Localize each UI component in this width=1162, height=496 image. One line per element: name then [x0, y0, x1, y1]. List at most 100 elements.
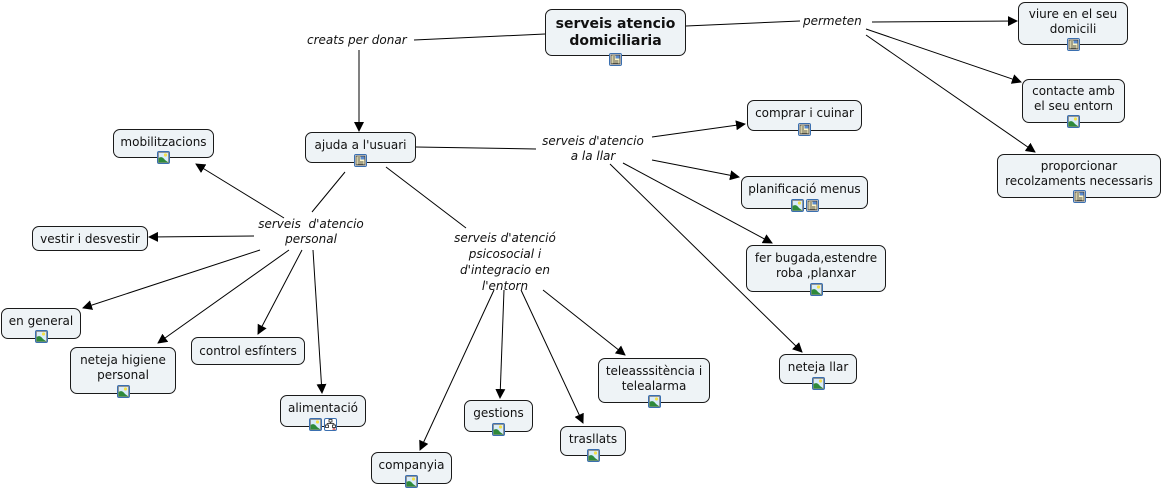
document-icon[interactable] — [1066, 38, 1080, 51]
phrase-line: l'entorn — [481, 279, 529, 293]
concept-neteja-llar[interactable]: neteja llar — [779, 354, 857, 390]
concept-label: vestir i desvestir — [40, 232, 140, 246]
link-personal-neteja — [157, 249, 290, 344]
concept-label: comprar i cuinar — [755, 106, 854, 120]
link-llar-comprar — [651, 120, 746, 138]
concept-label: contacte amb — [1032, 84, 1115, 98]
phrase-line: psicosocial i — [468, 247, 542, 261]
link-phrase-permeten: permeten — [803, 14, 862, 28]
image-icon[interactable] — [492, 423, 505, 436]
concept-label: neteja llar — [787, 360, 849, 374]
link-phrase-creats-per-donar: creats per donar — [307, 33, 407, 47]
image-icon[interactable] — [809, 283, 823, 296]
concept-label: en general — [8, 314, 74, 328]
image-icon[interactable] — [811, 377, 825, 390]
image-icon[interactable] — [1067, 115, 1080, 128]
concept-label: neteja higiene — [80, 353, 166, 367]
link-personal-general — [82, 249, 261, 310]
link-phrase-serveis-atencio-personal: serveis d'atencio personal — [253, 217, 369, 247]
concept-label: proporcionar — [1040, 159, 1118, 173]
link-personal-alimentacio — [312, 249, 327, 394]
concept-gestions[interactable]: gestions — [464, 400, 533, 436]
concept-trasllats[interactable]: trasllats — [560, 426, 626, 462]
concept-companyia[interactable]: companyia — [371, 452, 452, 488]
concept-label: companyia — [378, 458, 445, 472]
concept-label: trasllats — [568, 432, 618, 446]
concept-ajuda-a-lusuari[interactable]: ajuda a l'usuari — [305, 132, 416, 167]
image-icon[interactable] — [157, 151, 170, 164]
concept-control-esfinters[interactable]: control esfínters — [191, 337, 305, 365]
link-ajuda-llar — [415, 146, 537, 150]
link-root-permeten — [685, 20, 801, 27]
link-psico-gestions — [495, 289, 506, 399]
link-permeten-contacte — [865, 28, 1022, 84]
concept-planificacio-menus[interactable]: planificació menus — [741, 176, 868, 212]
concept-en-general[interactable]: en general — [1, 308, 81, 343]
concept-label: personal — [97, 368, 149, 382]
document-icon[interactable] — [798, 123, 811, 136]
link-personal-control — [257, 249, 303, 335]
image-icon[interactable] — [405, 475, 418, 488]
concept-serveis-atencio-domiciliaria[interactable]: serveis atencio domiciliaria — [545, 9, 686, 66]
image-icon[interactable] — [790, 199, 804, 212]
image-icon[interactable] — [586, 449, 600, 462]
concept-map-icon[interactable] — [324, 418, 337, 431]
concept-label: control esfínters — [199, 344, 297, 358]
phrase-line: d'integracio en — [460, 263, 550, 277]
concept-contacte-amb-el-seu-entorn[interactable]: contacte amb el seu entorn — [1022, 79, 1125, 128]
concept-viure-en-el-seu-domicili[interactable]: viure en el seu domicili — [1018, 2, 1128, 51]
phrase-line: serveis d'atencio — [542, 134, 644, 148]
concept-label: ajuda a l'usuari — [314, 138, 407, 152]
concept-label: viure en el seu — [1028, 7, 1118, 21]
image-icon[interactable] — [116, 385, 130, 398]
link-llar-bugada — [622, 162, 773, 244]
concept-label: planificació menus — [748, 182, 861, 196]
link-psico-companyia — [419, 289, 495, 451]
phrase-line: a la llar — [570, 149, 616, 163]
image-icon[interactable] — [34, 330, 48, 343]
concept-label: domicili — [1049, 22, 1097, 36]
concept-vestir-i-desvestir[interactable]: vestir i desvestir — [32, 226, 148, 251]
concept-neteja-higiene-personal[interactable]: neteja higiene personal — [70, 347, 176, 398]
concept-label: gestions — [473, 406, 524, 420]
image-icon[interactable] — [309, 418, 322, 431]
concept-alimentacio[interactable]: alimentació — [280, 395, 366, 431]
concept-label: mobilitzacions — [120, 135, 207, 149]
concept-proporcionar-recolzaments[interactable]: proporcionar recolzaments necessaris — [997, 154, 1161, 203]
link-llar-planificacio — [651, 159, 740, 181]
concept-fer-bugada[interactable]: fer bugada,estendre roba ,planxar — [746, 245, 886, 296]
concept-label: roba ,planxar — [776, 266, 856, 280]
link-ajuda-personal — [311, 171, 346, 213]
concept-mobilitzacions[interactable]: mobilitzacions — [113, 129, 214, 164]
document-icon[interactable] — [609, 53, 622, 66]
link-ajuda-psico — [385, 166, 467, 229]
link-personal-vestir — [148, 231, 255, 242]
phrase-line: personal — [285, 232, 337, 246]
document-icon[interactable] — [1072, 190, 1086, 203]
concept-label: serveis atencio — [555, 16, 676, 32]
concept-label: recolzaments necessaris — [1005, 174, 1153, 188]
concept-label: teleasssitència i — [605, 364, 703, 378]
document-icon[interactable] — [805, 199, 819, 212]
link-personal-mobilitzacions — [195, 163, 285, 219]
link-psico-trasllats — [520, 289, 584, 424]
link-phrase-serveis-atencio-llar: serveis d'atencio a la llar — [537, 134, 649, 164]
concept-label: fer bugada,estendre — [754, 251, 878, 265]
link-phrase-serveis-psicosocial: serveis d'atenció psicosocial i d'integr… — [449, 230, 561, 294]
concept-label: el seu entorn — [1034, 99, 1113, 113]
link-psico-teleassistencia — [542, 289, 626, 356]
phrase-line: serveis d'atenció — [454, 231, 556, 245]
concept-label: telealarma — [621, 379, 687, 393]
concept-comprar-i-cuinar[interactable]: comprar i cuinar — [747, 100, 862, 136]
link-permeten-viure — [871, 16, 1018, 27]
document-icon[interactable] — [354, 154, 367, 167]
phrase-line: serveis d'atencio — [258, 217, 364, 231]
image-icon[interactable] — [647, 395, 661, 408]
concept-teleassistencia[interactable]: teleasssitència i telealarma — [598, 358, 710, 408]
link-llar-neteja — [609, 163, 803, 353]
link-root-creats — [413, 33, 546, 41]
concept-label: domiciliaria — [569, 33, 662, 49]
concept-label: alimentació — [287, 401, 359, 415]
link-permeten-proporcionar — [865, 34, 1036, 153]
